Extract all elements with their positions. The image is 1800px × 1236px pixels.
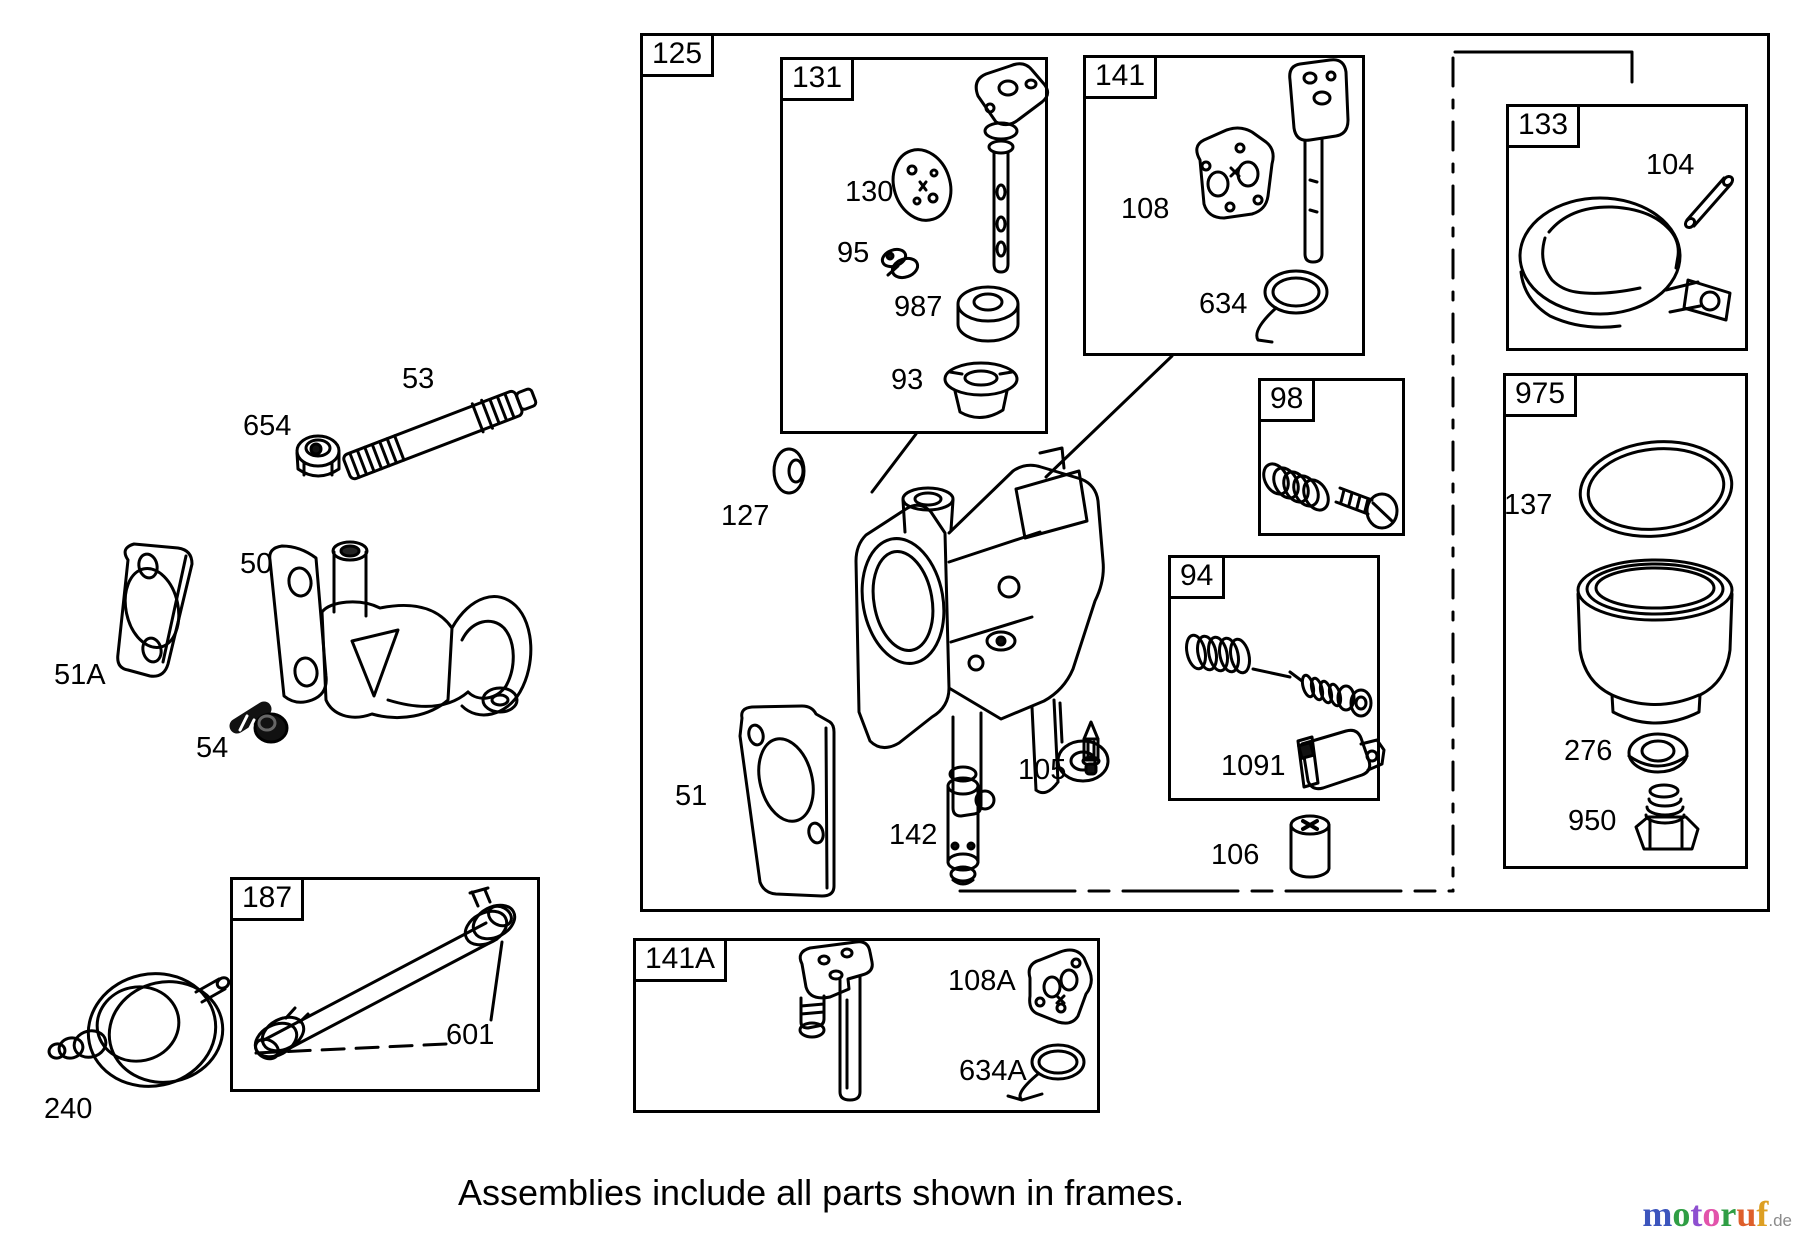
part-label-108: 108 (1121, 193, 1170, 225)
part-label-51A: 51A (54, 659, 106, 691)
part-label-240: 240 (44, 1093, 93, 1125)
frame-187: 187 (230, 877, 540, 1092)
logo-letter: f (1756, 1194, 1769, 1234)
part-label-93: 93 (891, 364, 924, 396)
part-label-53: 53 (402, 363, 435, 395)
part-label-634A: 634A (959, 1055, 1027, 1087)
frame-141: 141 (1083, 55, 1365, 356)
part-label-127: 127 (721, 500, 770, 532)
part-label-105: 105 (1018, 754, 1067, 786)
part-label-142: 142 (889, 819, 938, 851)
frame-975-label: 975 (1503, 373, 1578, 417)
frame-94: 94 (1168, 555, 1380, 801)
logo-letter: u (1736, 1194, 1757, 1234)
part-label-1091: 1091 (1221, 750, 1286, 782)
frame-133-label: 133 (1506, 104, 1581, 148)
frame-125-label: 125 (640, 33, 715, 77)
part-label-634: 634 (1199, 288, 1248, 320)
frame-141A: 141A (633, 938, 1100, 1113)
diagram-caption: Assemblies include all parts shown in fr… (458, 1172, 1185, 1213)
part-label-95: 95 (837, 237, 870, 269)
frame-98-label: 98 (1258, 378, 1316, 422)
fuel-filter-240-drawing (47, 972, 231, 1088)
part-label-950: 950 (1568, 805, 1617, 837)
part-label-601: 601 (446, 1019, 495, 1051)
frame-975: 975 (1503, 373, 1748, 869)
frame-131-label: 131 (780, 57, 855, 101)
part-label-654: 654 (243, 410, 292, 442)
logo-suffix: .de (1768, 1211, 1792, 1230)
part-label-137: 137 (1504, 489, 1553, 521)
part-label-51: 51 (675, 780, 708, 812)
part-label-106: 106 (1211, 839, 1260, 871)
logo-letter: o (1702, 1194, 1721, 1234)
frame-94-label: 94 (1168, 555, 1226, 599)
frame-141A-label: 141A (633, 938, 728, 982)
frame-141-label: 141 (1083, 55, 1158, 99)
frame-125: 125 (640, 33, 1770, 912)
frame-131: 131 (780, 57, 1048, 434)
part-label-50: 50 (240, 548, 273, 580)
bolt-54-drawing (229, 701, 289, 744)
stud-53-drawing (342, 387, 538, 481)
part-label-276: 276 (1564, 735, 1613, 767)
logo-letter: o (1672, 1194, 1691, 1234)
gasket-51A-drawing (116, 542, 194, 678)
motoruf-logo: motoruf.de (1642, 1196, 1792, 1232)
manifold-50-drawing (268, 540, 533, 720)
logo-letter: r (1720, 1194, 1737, 1234)
part-label-104: 104 (1646, 149, 1695, 181)
frame-187-label: 187 (230, 877, 305, 921)
nut-654-drawing (295, 434, 341, 478)
frame-98: 98 (1258, 378, 1405, 536)
frame-133: 133 (1506, 104, 1748, 351)
logo-letter: m (1642, 1194, 1673, 1234)
part-label-987: 987 (894, 291, 943, 323)
logo-letter: t (1690, 1194, 1703, 1234)
part-label-54: 54 (196, 732, 229, 764)
part-label-130: 130 (845, 176, 894, 208)
part-label-108A: 108A (948, 965, 1016, 997)
